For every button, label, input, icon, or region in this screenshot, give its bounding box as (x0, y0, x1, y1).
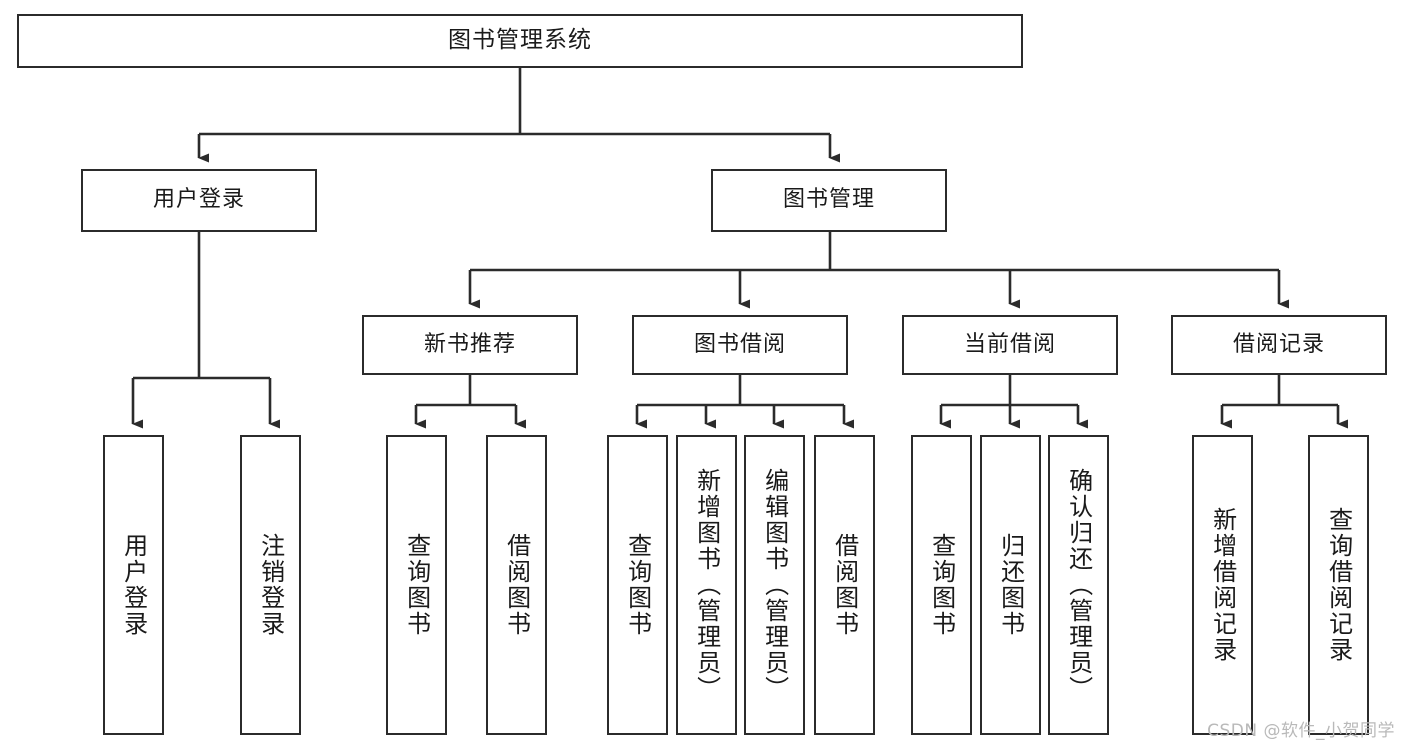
leaf-add-book[interactable]: 新增图书（管理员） (676, 435, 737, 735)
leaf-query-book-newrec[interactable]: 查询图书 (386, 435, 447, 735)
leaf-query-book-current[interactable]: 查询图书 (911, 435, 972, 735)
leaf-return-book-label: 归还图书 (996, 533, 1025, 637)
node-book-borrow[interactable]: 图书借阅 (632, 315, 848, 375)
leaf-confirm-return[interactable]: 确认归还（管理员） (1048, 435, 1109, 735)
leaf-add-book-label: 新增图书（管理员） (692, 468, 721, 702)
leaf-query-book-newrec-label: 查询图书 (402, 533, 431, 637)
watermark: CSDN @软件_小贺同学 (1207, 721, 1395, 741)
leaf-user-login[interactable]: 用户登录 (103, 435, 164, 735)
leaf-add-borrow-record[interactable]: 新增借阅记录 (1192, 435, 1253, 735)
leaf-user-logout-label: 注销登录 (256, 533, 285, 637)
node-user-login-label: 用户登录 (152, 187, 245, 213)
node-borrow-record[interactable]: 借阅记录 (1171, 315, 1387, 375)
leaf-query-borrow-record-label: 查询借阅记录 (1324, 507, 1353, 663)
leaf-edit-book-label: 编辑图书（管理员） (760, 468, 789, 702)
node-root-system[interactable]: 图书管理系统 (17, 14, 1023, 68)
leaf-user-logout[interactable]: 注销登录 (240, 435, 301, 735)
leaf-borrow-book-newrec[interactable]: 借阅图书 (486, 435, 547, 735)
node-borrow-record-label: 借阅记录 (1232, 331, 1325, 357)
node-book-manage[interactable]: 图书管理 (711, 169, 947, 232)
leaf-user-login-label: 用户登录 (119, 533, 148, 637)
node-current-borrow[interactable]: 当前借阅 (902, 315, 1118, 375)
leaf-query-book-current-label: 查询图书 (927, 533, 956, 637)
node-new-book-recommend-label: 新书推荐 (423, 331, 516, 357)
node-current-borrow-label: 当前借阅 (963, 331, 1056, 357)
node-root-system-label: 图书管理系统 (448, 27, 592, 54)
leaf-borrow-book-borrow[interactable]: 借阅图书 (814, 435, 875, 735)
node-book-borrow-label: 图书借阅 (693, 331, 786, 357)
leaf-return-book[interactable]: 归还图书 (980, 435, 1041, 735)
node-new-book-recommend[interactable]: 新书推荐 (362, 315, 578, 375)
leaf-borrow-book-newrec-label: 借阅图书 (502, 533, 531, 637)
leaf-query-book-borrow-label: 查询图书 (623, 533, 652, 637)
leaf-query-book-borrow[interactable]: 查询图书 (607, 435, 668, 735)
node-book-manage-label: 图书管理 (782, 187, 875, 213)
leaf-confirm-return-label: 确认归还（管理员） (1064, 468, 1093, 702)
node-user-login[interactable]: 用户登录 (81, 169, 317, 232)
leaf-add-borrow-record-label: 新增借阅记录 (1208, 507, 1237, 663)
leaf-borrow-book-borrow-label: 借阅图书 (830, 533, 859, 637)
leaf-query-borrow-record[interactable]: 查询借阅记录 (1308, 435, 1369, 735)
leaf-edit-book[interactable]: 编辑图书（管理员） (744, 435, 805, 735)
